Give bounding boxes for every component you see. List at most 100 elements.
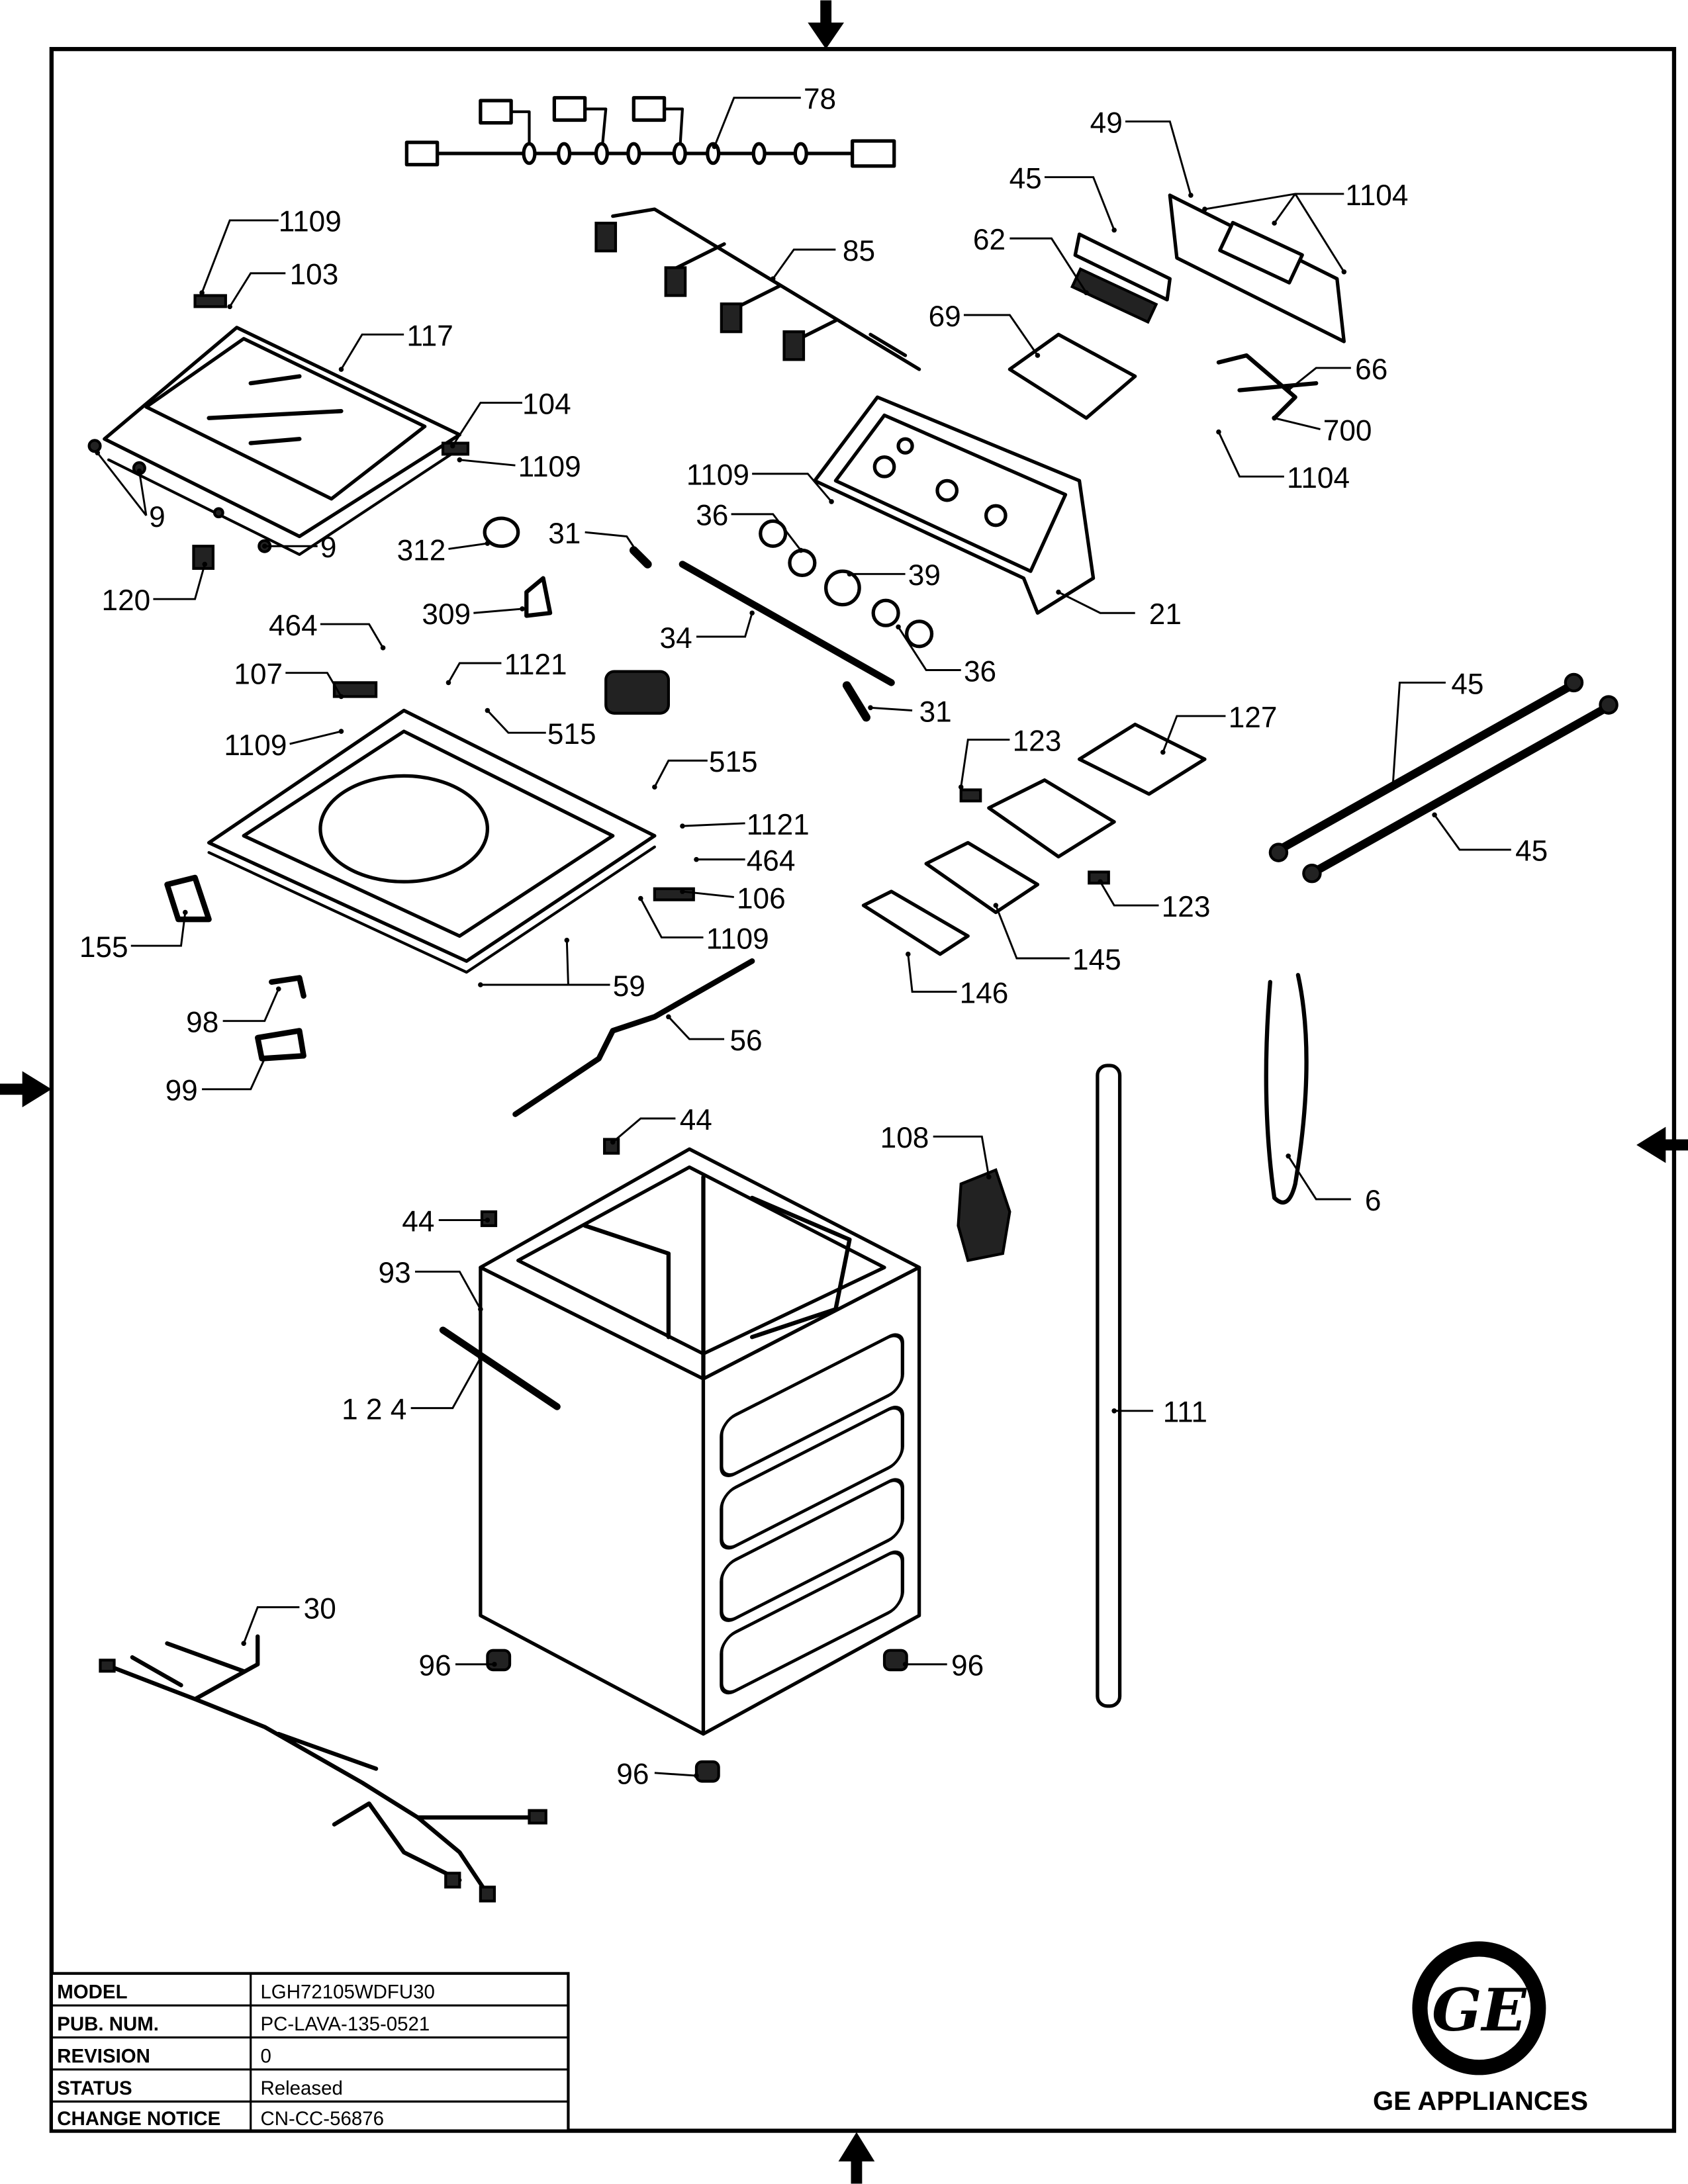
leader-arrow	[1188, 193, 1194, 198]
leader-arrow	[666, 1014, 671, 1020]
leader-line	[340, 333, 404, 370]
leader-line	[963, 314, 1039, 356]
dispenser-parts	[861, 722, 1207, 956]
callout-number: 1109	[279, 206, 342, 238]
leader-arrow	[993, 903, 999, 908]
revision-label: REVISION	[57, 2045, 150, 2067]
leader-arrow	[896, 624, 901, 630]
callout-labels: 7811091031171041109991203123130911093639…	[79, 83, 1548, 1791]
leader-arrow	[847, 571, 853, 577]
leader-arrow	[680, 889, 685, 894]
console	[483, 395, 1096, 722]
power-harness-78	[404, 96, 896, 168]
model-value: LGH72105WDFU30	[260, 1981, 434, 2003]
leader-line	[639, 897, 704, 938]
leader-line	[1391, 681, 1446, 788]
center-arrow-top	[808, 0, 844, 50]
leader-arrow	[652, 784, 657, 790]
callout-number: 93	[379, 1257, 411, 1289]
leader-line	[289, 730, 342, 745]
ge-monogram: GE	[1432, 1976, 1527, 2044]
callout-number: 1121	[504, 649, 567, 681]
leader-arrow	[712, 144, 718, 150]
leader-arrow	[445, 680, 451, 686]
leader-arrow	[638, 555, 643, 560]
leader-arrow	[199, 290, 205, 296]
center-arrow-left	[0, 1071, 52, 1108]
leader-arrow	[1390, 784, 1395, 790]
leader-line	[696, 612, 753, 638]
leader-arrow	[905, 951, 911, 957]
drawing-border	[49, 46, 1677, 2133]
callout-number: 45	[1009, 163, 1042, 195]
callout-number: 111	[1163, 1396, 1207, 1429]
leader-arrow	[485, 707, 491, 713]
pub-num-label: PUB. NUM.	[57, 2013, 159, 2035]
leader-line	[653, 759, 708, 788]
leader-arrow	[749, 610, 755, 616]
leader-line	[713, 97, 801, 147]
callout-number: 31	[548, 518, 581, 550]
callout-number: 49	[1090, 107, 1123, 139]
callout-number: 9	[320, 531, 337, 564]
status-value: Released	[260, 2077, 342, 2099]
leader-line	[565, 940, 610, 986]
leader-arrow	[1056, 589, 1061, 595]
leader-line	[1288, 367, 1351, 391]
leader-arrow	[1432, 812, 1437, 818]
callout-number: 98	[186, 1007, 218, 1039]
leader-line	[1058, 591, 1135, 614]
callout-number: 1109	[518, 451, 581, 483]
callout-number: 45	[1515, 835, 1548, 868]
leader-line	[1433, 814, 1511, 851]
callout-number: 96	[951, 1650, 984, 1682]
leader-arrow	[868, 705, 873, 711]
harness-30	[99, 1634, 547, 1903]
callout-number: 99	[165, 1075, 198, 1107]
status-label: STATUS	[57, 2077, 132, 2099]
control-panel-parts	[1008, 193, 1346, 420]
leader-arrow	[902, 1661, 908, 1667]
leader-line	[228, 272, 286, 308]
wire-6	[1264, 973, 1309, 1205]
leader-line	[682, 822, 745, 827]
callout-number: 155	[79, 931, 128, 964]
leader-line	[960, 739, 1010, 788]
callout-number: 34	[660, 622, 692, 655]
leader-arrow	[450, 443, 455, 449]
center-arrow-bottom	[838, 2132, 875, 2184]
leader-line	[285, 672, 342, 698]
callout-number: 96	[616, 1758, 649, 1791]
callout-number: 1104	[1345, 179, 1408, 212]
leader-line	[752, 473, 833, 502]
leader-arrow	[485, 541, 491, 546]
leader-arrow	[1216, 429, 1221, 435]
leader-line	[1287, 1155, 1351, 1201]
leader-arrow	[1272, 415, 1277, 421]
revision-value: 0	[260, 2045, 271, 2067]
leader-line	[202, 1058, 266, 1091]
leader-arrow	[564, 937, 570, 943]
leader-line	[933, 1135, 990, 1177]
callout-number: 1109	[706, 923, 769, 955]
callout-number: 31	[919, 696, 952, 728]
lid	[87, 294, 470, 570]
leader-line	[731, 513, 802, 551]
leader-line	[410, 1357, 482, 1410]
leader-arrow	[202, 561, 208, 567]
callout-number: 123	[1013, 725, 1062, 758]
leader-line	[1099, 881, 1159, 907]
leader-line	[130, 912, 187, 947]
callout-number: 1104	[1287, 462, 1350, 494]
leader-arrow	[183, 909, 188, 915]
leader-line	[994, 905, 1070, 960]
leader-line	[907, 954, 957, 993]
leader-arrow	[1202, 206, 1207, 212]
callout-number: 59	[613, 970, 645, 1003]
leader-arrow	[338, 729, 344, 734]
leader-arrow	[986, 1174, 992, 1180]
leader-line	[667, 1016, 725, 1040]
callout-number: 1121	[747, 809, 810, 841]
leader-line	[153, 564, 206, 600]
cabinet	[439, 1138, 921, 1783]
